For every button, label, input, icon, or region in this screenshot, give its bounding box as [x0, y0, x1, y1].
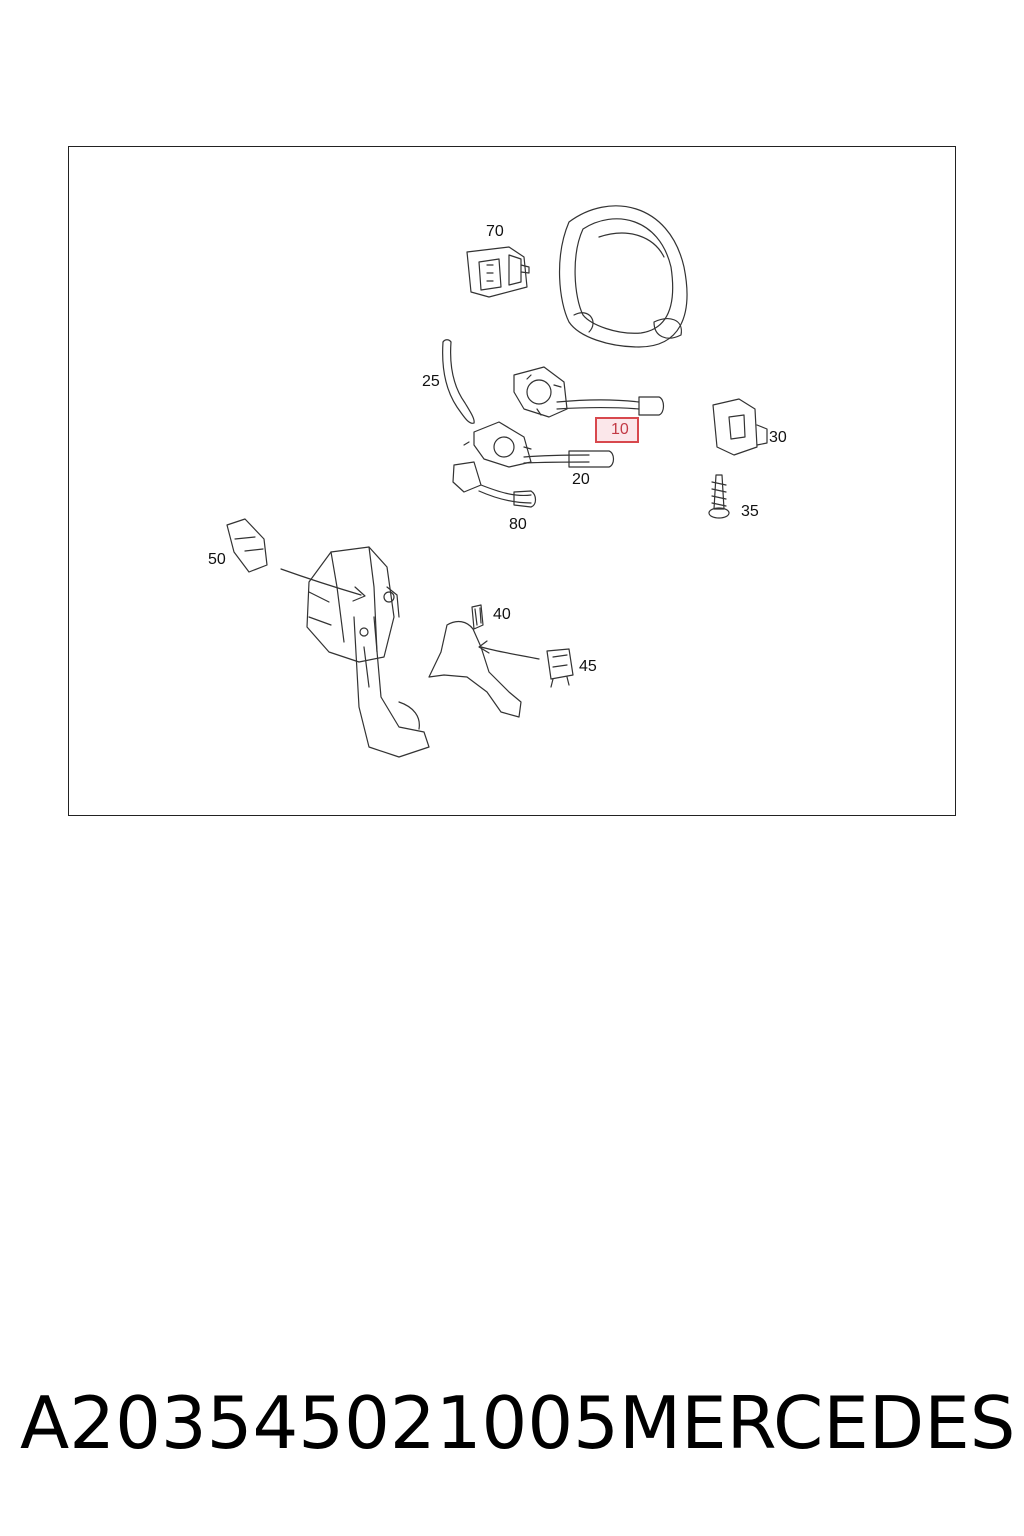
part-70-drawing — [466, 246, 530, 298]
callout-50[interactable]: 50 — [208, 551, 226, 568]
callout-70[interactable]: 70 — [486, 223, 504, 240]
callout-40[interactable]: 40 — [493, 606, 511, 623]
part-10-drawing — [513, 366, 665, 418]
steering-wheel-drawing — [558, 205, 688, 348]
callout-35[interactable]: 35 — [741, 503, 759, 520]
part-number: A203545021005 — [20, 1381, 619, 1465]
callout-20[interactable]: 20 — [572, 471, 590, 488]
brand-name: MERCEDES — [618, 1381, 1016, 1465]
part-80-drawing — [452, 461, 537, 508]
callout-80[interactable]: 80 — [509, 516, 527, 533]
part-25-drawing — [442, 339, 475, 424]
part-30-drawing — [712, 398, 768, 456]
callout-10[interactable]: 10 — [595, 417, 639, 443]
pedal-assembly-drawing — [306, 546, 430, 758]
footer-caption: A203545021005 MERCEDES — [20, 1378, 1015, 1468]
callout-25[interactable]: 25 — [422, 373, 440, 390]
part-35-drawing — [708, 474, 730, 519]
part-50-drawing — [226, 518, 366, 602]
part-45-drawing — [478, 640, 574, 688]
callout-45[interactable]: 45 — [579, 658, 597, 675]
parts-diagram — [226, 205, 768, 758]
part-20-drawing — [463, 421, 615, 468]
diagram-frame: 70 25 10 30 20 35 80 50 40 45 — [68, 146, 956, 816]
callout-30[interactable]: 30 — [769, 429, 787, 446]
